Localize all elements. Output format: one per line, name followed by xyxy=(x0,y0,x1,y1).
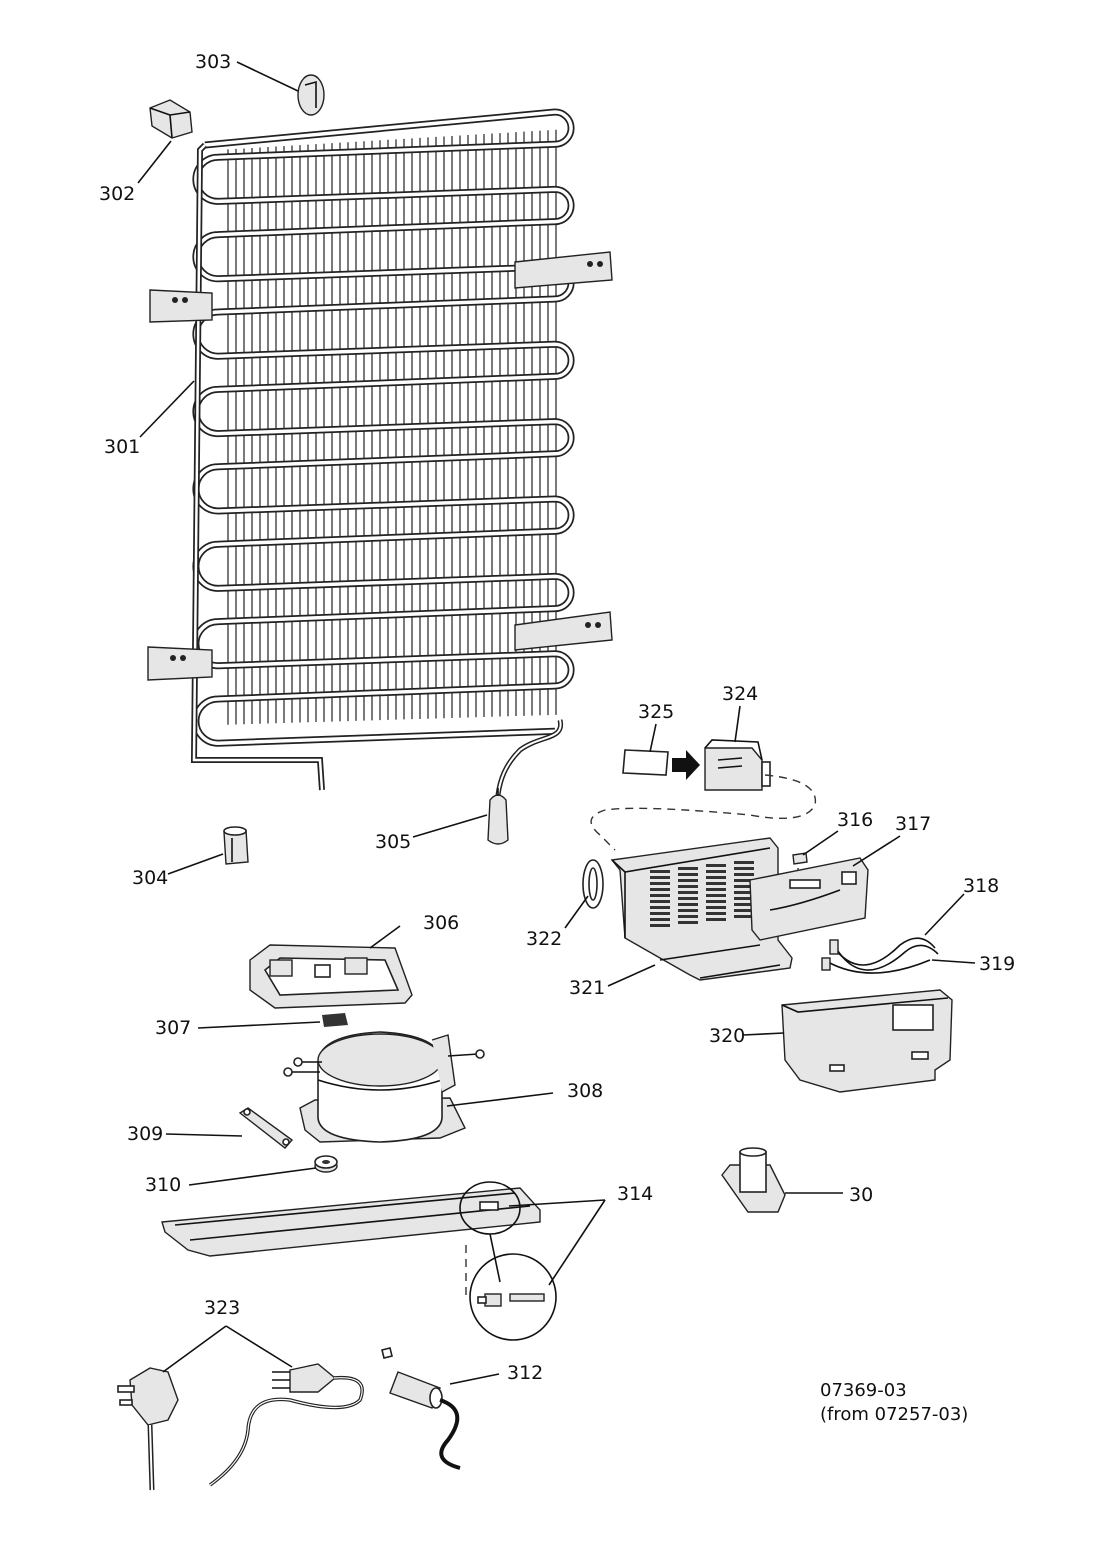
label-305: 305 xyxy=(375,831,411,853)
part-312-capacitor xyxy=(381,1347,461,1470)
part-318-harness xyxy=(829,937,939,971)
part-30-cup xyxy=(721,1147,786,1213)
label-30: 30 xyxy=(849,1184,873,1206)
part-314-detail-circle xyxy=(469,1253,557,1341)
label-302: 302 xyxy=(99,183,135,205)
coil-bracket-left-lower xyxy=(147,646,213,681)
part-317-board xyxy=(749,857,869,941)
label-314: 314 xyxy=(617,1183,653,1205)
part-309-bracket xyxy=(238,1107,294,1149)
part-305-filter-drier xyxy=(487,788,509,845)
part-308-compressor xyxy=(283,1031,485,1143)
label-312: 312 xyxy=(507,1362,543,1384)
coil-bracket-right-lower xyxy=(514,611,613,651)
part-323-euro-plug xyxy=(208,1363,364,1487)
part-310-grommet xyxy=(314,1155,338,1173)
part-323-mains-plug xyxy=(117,1367,179,1491)
leader-lines xyxy=(137,61,976,1385)
label-324: 324 xyxy=(722,683,758,705)
part-324-module xyxy=(704,739,771,791)
part-325-card xyxy=(622,749,669,776)
part-302-cap xyxy=(149,99,193,139)
label-308: 308 xyxy=(567,1080,603,1102)
part-321-housing xyxy=(610,837,793,981)
part-303-clip xyxy=(297,74,325,116)
part-314-base-rail xyxy=(161,1181,541,1300)
label-304: 304 xyxy=(132,867,168,889)
coil-bracket-left-upper xyxy=(149,289,213,323)
label-306: 306 xyxy=(423,912,459,934)
label-309: 309 xyxy=(127,1123,163,1145)
label-321: 321 xyxy=(569,977,605,999)
label-307: 307 xyxy=(155,1017,191,1039)
coil-bracket-right-upper xyxy=(514,251,613,289)
label-320: 320 xyxy=(709,1025,745,1047)
reference-number: 07369-03 xyxy=(820,1380,907,1401)
part-322-clip xyxy=(582,859,604,909)
label-316: 316 xyxy=(837,809,873,831)
label-323: 323 xyxy=(204,1297,240,1319)
label-319: 319 xyxy=(979,953,1015,975)
part-319-harness xyxy=(821,957,931,974)
label-303: 303 xyxy=(195,51,231,73)
dashed-link xyxy=(590,774,817,851)
label-301: 301 xyxy=(104,436,140,458)
reference-source: (from 07257-03) xyxy=(820,1404,968,1425)
part-306-cover xyxy=(249,944,413,1009)
label-325: 325 xyxy=(638,701,674,723)
arrow-icon xyxy=(672,750,700,780)
label-318: 318 xyxy=(963,875,999,897)
condenser-coil xyxy=(147,108,613,796)
label-322: 322 xyxy=(526,928,562,950)
label-310: 310 xyxy=(145,1174,181,1196)
part-304-sleeve xyxy=(223,826,249,865)
part-307-pad xyxy=(322,1013,348,1027)
label-317: 317 xyxy=(895,813,931,835)
part-320-control-box xyxy=(781,989,953,1093)
